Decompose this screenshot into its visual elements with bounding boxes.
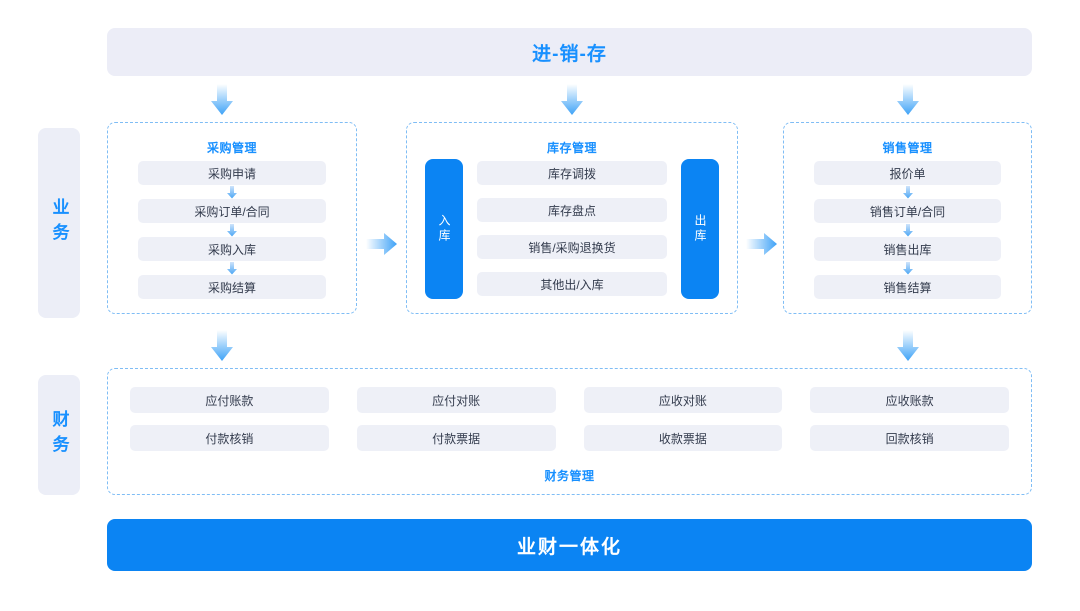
sales-item-2[interactable]: 销售出库 [814,237,1001,261]
side-label-business: 业务 [38,128,80,318]
panel-sales-title: 销售管理 [882,141,933,155]
panel-finance: 应付账款 应付对账 应收对账 应收账款 付款核销 付款票据 收款票据 回款核销 … [107,368,1032,495]
arrow-down-small-icon [814,261,1001,275]
inventory-outbound-label: 出库 [693,214,707,244]
inventory-outbound-bar[interactable]: 出库 [681,159,719,299]
finance-item-2[interactable]: 应收对账 [583,387,783,413]
inventory-item-2[interactable]: 销售/采购退换货 [477,235,667,259]
inventory-item-3[interactable]: 其他出/入库 [477,272,667,296]
finance-item-5[interactable]: 付款票据 [356,425,556,451]
finance-item-1[interactable]: 应付对账 [356,387,556,413]
sales-item-3[interactable]: 销售结算 [814,275,1001,299]
purchase-item-3[interactable]: 采购结算 [138,275,326,299]
inventory-item-0[interactable]: 库存调拨 [477,161,667,185]
arrow-down-small-icon [138,223,326,237]
panel-finance-title: 财务管理 [544,469,595,483]
finance-item-3[interactable]: 应收账款 [810,387,1009,413]
bottom-bar-title: 业财一体化 [516,536,622,558]
panel-inventory-title: 库存管理 [546,141,597,155]
inventory-inbound-label: 入库 [437,214,451,244]
panel-sales: 销售管理 报价单 销售订单/合同 销售出库 销售结算 [783,122,1032,314]
purchase-item-0[interactable]: 采购申请 [138,161,326,185]
inventory-item-1[interactable]: 库存盘点 [477,198,667,222]
purchase-item-1[interactable]: 采购订单/合同 [138,199,326,223]
arrow-down-banner-to-sales-icon [894,84,922,116]
finance-item-6[interactable]: 收款票据 [583,425,783,451]
arrow-down-small-icon [138,261,326,275]
panel-purchase-title: 采购管理 [206,141,257,155]
arrow-right-inventory-to-sales-icon [746,231,778,257]
side-label-business-text: 业务 [49,198,69,248]
side-label-finance: 财务 [38,375,80,495]
sales-item-1[interactable]: 销售订单/合同 [814,199,1001,223]
top-banner: 进-销-存 [107,28,1032,76]
arrow-down-banner-to-inventory-icon [558,84,586,116]
panel-purchase: 采购管理 采购申请 采购订单/合同 采购入库 采购结算 [107,122,357,314]
arrow-down-small-icon [814,223,1001,237]
inventory-inbound-bar[interactable]: 入库 [425,159,463,299]
banner-title: 进-销-存 [532,43,607,65]
sales-item-0[interactable]: 报价单 [814,161,1001,185]
arrow-down-purchase-to-finance-icon [208,330,236,362]
panel-inventory: 库存管理 入库 出库 库存调拨 库存盘点 销售/采购退换货 其他出/入库 [406,122,738,314]
arrow-down-small-icon [814,185,1001,199]
inventory-item-list: 库存调拨 库存盘点 销售/采购退换货 其他出/入库 [477,161,667,296]
arrow-down-banner-to-purchase-icon [208,84,236,116]
purchase-flow-list: 采购申请 采购订单/合同 采购入库 采购结算 [138,161,326,299]
side-label-finance-text: 财务 [49,410,69,460]
finance-item-0[interactable]: 应付账款 [130,387,329,413]
arrow-down-sales-to-finance-icon [894,330,922,362]
finance-item-grid: 应付账款 应付对账 应收对账 应收账款 付款核销 付款票据 收款票据 回款核销 [130,387,1009,451]
finance-item-7[interactable]: 回款核销 [810,425,1009,451]
arrow-right-purchase-to-inventory-icon [366,231,398,257]
finance-item-4[interactable]: 付款核销 [130,425,329,451]
sales-flow-list: 报价单 销售订单/合同 销售出库 销售结算 [814,161,1001,299]
arrow-down-small-icon [138,185,326,199]
bottom-bar: 业财一体化 [107,519,1032,571]
purchase-item-2[interactable]: 采购入库 [138,237,326,261]
